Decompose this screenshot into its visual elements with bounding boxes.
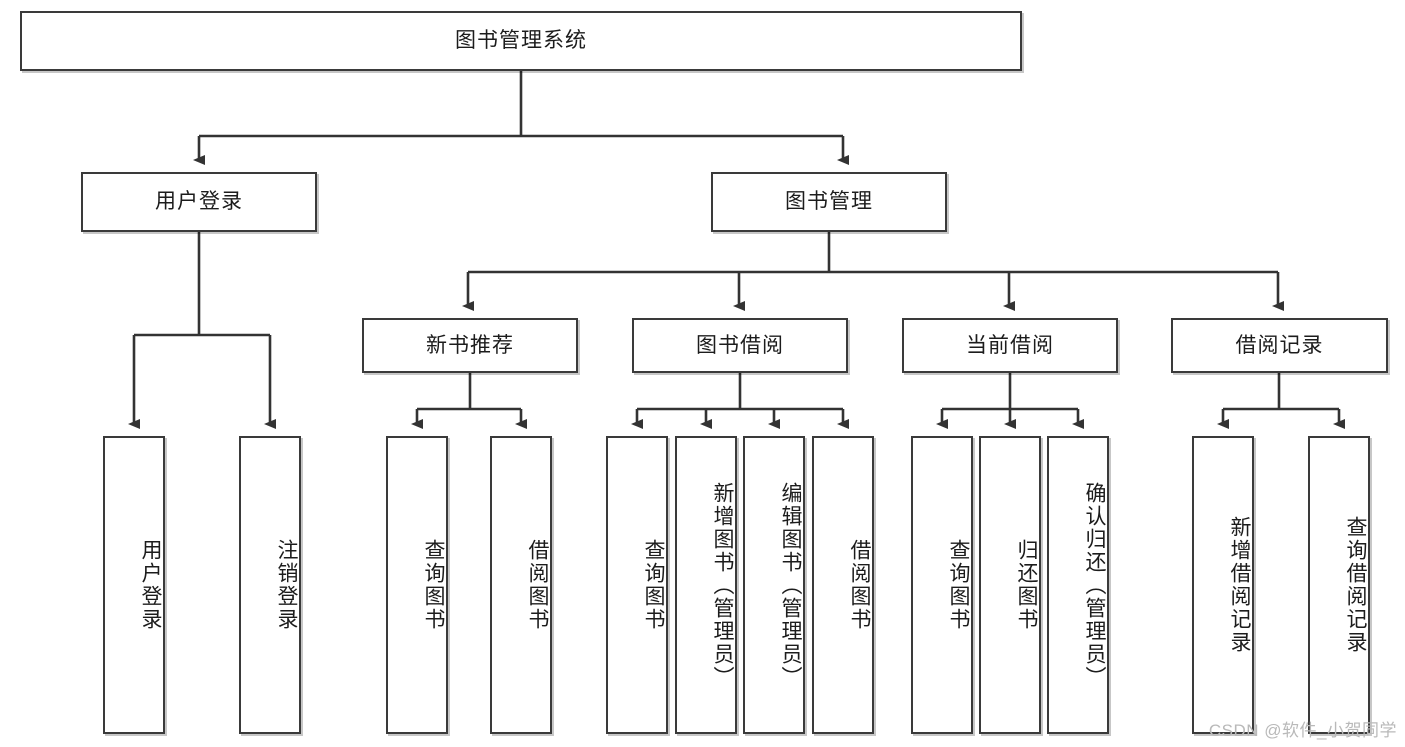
node-current-borrow[interactable]: 当前借阅 [902,318,1118,373]
leaf-add-borrow-record[interactable]: 新增借阅记录 [1192,436,1254,734]
leaf-edit-book-admin[interactable]: 编辑图书（管理员） [743,436,805,734]
node-label: 用户登录 [155,190,243,214]
leaf-confirm-return-admin[interactable]: 确认归还（管理员） [1047,436,1109,734]
leaf-logout[interactable]: 注销登录 [239,436,301,734]
node-label: 新增图书（管理员） [711,481,734,689]
node-label: 编辑图书（管理员） [779,481,802,689]
node-label: 注销登录 [275,539,298,631]
node-label: 查询图书 [422,539,445,631]
node-label: 借阅记录 [1235,333,1324,357]
node-label: 确认归还（管理员） [1083,481,1106,689]
node-label: 借阅图书 [848,539,871,631]
leaf-borrow-book[interactable]: 借阅图书 [812,436,874,734]
leaf-query-borrow-record[interactable]: 查询借阅记录 [1308,436,1370,734]
node-book-borrow[interactable]: 图书借阅 [632,318,848,373]
leaf-user-login[interactable]: 用户登录 [103,436,165,734]
node-label: 新书推荐 [426,333,514,357]
leaf-borrow-book-recommend[interactable]: 借阅图书 [490,436,552,734]
node-label: 图书借阅 [696,333,784,357]
node-label: 查询图书 [947,539,970,631]
leaf-return-book[interactable]: 归还图书 [979,436,1041,734]
node-borrow-record[interactable]: 借阅记录 [1171,318,1388,373]
node-label: 新增借阅记录 [1228,516,1251,654]
node-label: 查询借阅记录 [1344,516,1367,654]
node-new-book-recommend[interactable]: 新书推荐 [362,318,578,373]
node-user-login[interactable]: 用户登录 [81,172,317,232]
node-label: 归还图书 [1015,539,1038,631]
node-label: 图书管理系统 [455,29,587,53]
csdn-watermark: CSDN @软件_小贺同学 [1208,721,1397,740]
node-label: 用户登录 [139,539,162,631]
node-label: 图书管理 [785,190,873,214]
node-label: 查询图书 [642,539,665,631]
node-label: 借阅图书 [526,539,549,631]
leaf-query-book-recommend[interactable]: 查询图书 [386,436,448,734]
leaf-add-book-admin[interactable]: 新增图书（管理员） [675,436,737,734]
leaf-query-book-borrow[interactable]: 查询图书 [606,436,668,734]
node-book-management[interactable]: 图书管理 [711,172,947,232]
leaf-query-book-current[interactable]: 查询图书 [911,436,973,734]
node-root-system[interactable]: 图书管理系统 [20,11,1022,71]
node-label: 当前借阅 [966,333,1054,357]
